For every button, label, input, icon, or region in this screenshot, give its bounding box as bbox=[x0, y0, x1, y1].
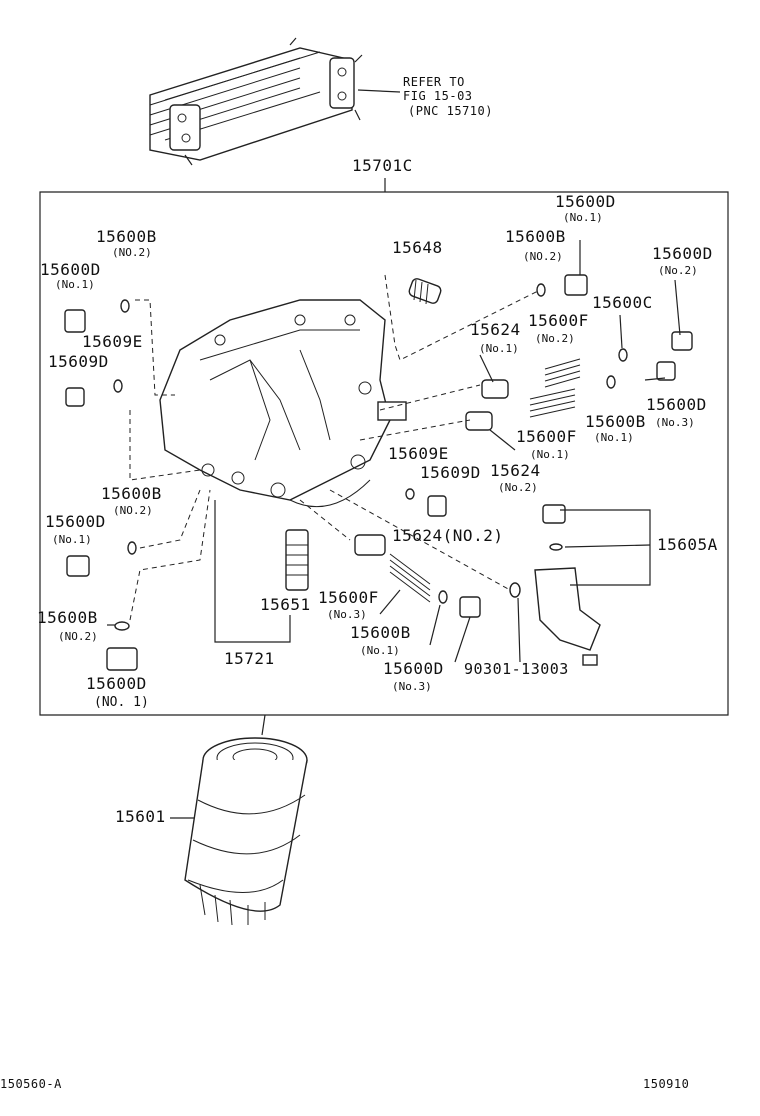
part-label-15605A: 15605A bbox=[657, 535, 718, 554]
part-label-15600C: 15600C bbox=[592, 293, 653, 312]
part-label-15600F-a: 15600F bbox=[528, 311, 589, 330]
part-label-15600D-d: 15600D bbox=[646, 395, 707, 414]
leader-lines bbox=[107, 240, 681, 819]
part-label-15600D-e: 15600D bbox=[45, 512, 106, 531]
part-sub-15624-a: (No.1) bbox=[479, 342, 519, 355]
part-label-15609E-a: 15609E bbox=[82, 332, 143, 351]
part-sub-15600D-g: (No.3) bbox=[392, 680, 432, 693]
part-sub-15600B-b: (NO.2) bbox=[523, 250, 563, 263]
oil-cooler-drawing bbox=[149, 37, 401, 166]
part-label-15600B-f: 15600B bbox=[350, 623, 411, 642]
oil-filter-drawing bbox=[184, 737, 308, 926]
refer-note-line1: REFER TO bbox=[403, 75, 465, 89]
relief-valve-drawing bbox=[408, 278, 442, 305]
part-label-15600B-e: 15600B bbox=[37, 608, 98, 627]
refer-note-line3: (PNC 15710) bbox=[408, 104, 493, 118]
part-label-15624-a: 15624 bbox=[470, 320, 521, 339]
part-sub-15600F-c: (No.3) bbox=[327, 608, 367, 621]
part-label-15600B-d: 15600B bbox=[101, 484, 162, 503]
part-label-15600B-a: 15600B bbox=[96, 227, 157, 246]
part-label-15721: 15721 bbox=[224, 649, 275, 668]
part-sub-15600F-b: (No.1) bbox=[530, 448, 570, 461]
part-label-15651: 15651 bbox=[260, 595, 311, 614]
lower-parts-drawing bbox=[64, 299, 481, 671]
part-sub-15600D-c: (No.2) bbox=[658, 264, 698, 277]
part-label-90301-13003: 90301-13003 bbox=[464, 660, 569, 678]
part-label-15609D-b: 15609D bbox=[420, 463, 481, 482]
part-label-15648: 15648 bbox=[392, 238, 443, 257]
part-sub-15600D-f: (NO. 1) bbox=[94, 695, 149, 710]
part-label-15624-no2: 15624(NO.2) bbox=[392, 526, 504, 545]
part-sub-15600B-c: (No.1) bbox=[594, 431, 634, 444]
part-label-15600D-b: 15600D bbox=[555, 192, 616, 211]
plugs-and-gaskets-drawing bbox=[405, 274, 693, 666]
part-label-15624-b: 15624 bbox=[490, 461, 541, 480]
part-sub-15600B-f: (No.1) bbox=[360, 644, 400, 657]
part-sub-15600B-a: (NO.2) bbox=[112, 246, 152, 259]
part-label-15600D-f: 15600D bbox=[86, 674, 147, 693]
part-label-15601: 15601 bbox=[115, 807, 166, 826]
footer-right-code: 150910 bbox=[643, 1077, 690, 1091]
part-label-15600B-b: 15600B bbox=[505, 227, 566, 246]
parts-frame bbox=[39, 191, 729, 716]
oil-pump-body-drawing bbox=[159, 299, 407, 508]
part-sub-15600D-b: (No.1) bbox=[563, 211, 603, 224]
part-sub-15624-b: (No.2) bbox=[498, 481, 538, 494]
part-label-15701C: 15701C bbox=[352, 156, 413, 175]
part-label-15600D-a: 15600D bbox=[40, 260, 101, 279]
part-sub-15600F-a: (No.2) bbox=[535, 332, 575, 345]
part-label-15600D-g: 15600D bbox=[383, 659, 444, 678]
part-sub-15600B-e: (NO.2) bbox=[58, 630, 98, 643]
refer-note-line2: FIG 15-03 bbox=[403, 89, 473, 103]
part-label-15609D-a: 15609D bbox=[48, 352, 109, 371]
part-sub-15600D-a: (No.1) bbox=[55, 278, 95, 291]
part-label-15600B-c: 15600B bbox=[585, 412, 646, 431]
footer-left-code: 150560-A bbox=[0, 1077, 62, 1091]
part-sub-15600D-e: (No.1) bbox=[52, 533, 92, 546]
part-sub-15600B-d: (NO.2) bbox=[113, 504, 153, 517]
part-label-15600F-c: 15600F bbox=[318, 588, 379, 607]
part-label-15609E-b: 15609E bbox=[388, 444, 449, 463]
part-sub-15600D-d: (No.3) bbox=[655, 416, 695, 429]
part-label-15600F-b: 15600F bbox=[516, 427, 577, 446]
part-label-15600D-c: 15600D bbox=[652, 244, 713, 263]
